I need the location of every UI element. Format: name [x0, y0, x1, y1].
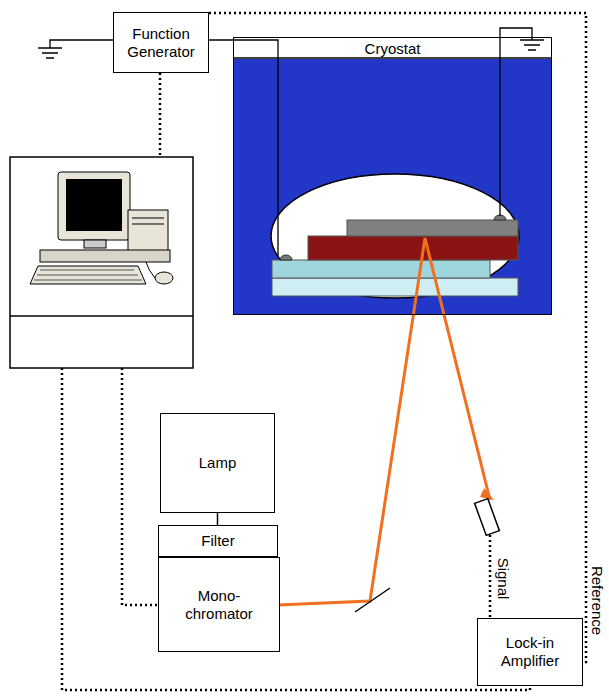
computer-icon: [30, 172, 173, 284]
signal-label: Signal: [495, 555, 512, 601]
wire: [207, 40, 278, 256]
box-label: Filter: [201, 532, 234, 550]
active-layer: [308, 236, 518, 260]
box-label: Function Generator: [118, 25, 204, 61]
contact: [280, 255, 292, 260]
box-label: Lock-in Amplifier: [484, 634, 576, 670]
computer-box: [10, 157, 193, 368]
sample-chamber: [271, 174, 519, 298]
detector: [475, 499, 500, 536]
monochromator-box: Mono- chromator: [158, 557, 280, 652]
substrate-layer: [272, 278, 518, 296]
filter-box: Filter: [158, 525, 278, 557]
mirror: [355, 588, 390, 612]
wire: [50, 40, 113, 48]
box-label: Lamp: [199, 454, 237, 472]
cryostat-box: Cryostat: [233, 37, 552, 315]
cryostat-divider: [233, 57, 552, 59]
light-beam: [278, 238, 490, 605]
connector: [217, 513, 219, 525]
box-label: Cryostat: [365, 40, 421, 58]
computer-divider: [10, 315, 193, 317]
box-label: Mono- chromator: [173, 587, 265, 623]
lamp-box: Lamp: [160, 413, 275, 513]
top-electrode: [347, 220, 518, 236]
signal-label: Reference: [590, 563, 607, 636]
lock-in-amplifier-box: Lock-in Amplifier: [477, 618, 583, 686]
control-lines: [62, 73, 530, 690]
cryostat-bath: [234, 59, 551, 314]
electrode-layer: [272, 260, 490, 278]
function-generator-box: Function Generator: [113, 12, 209, 73]
wire: [500, 28, 532, 216]
